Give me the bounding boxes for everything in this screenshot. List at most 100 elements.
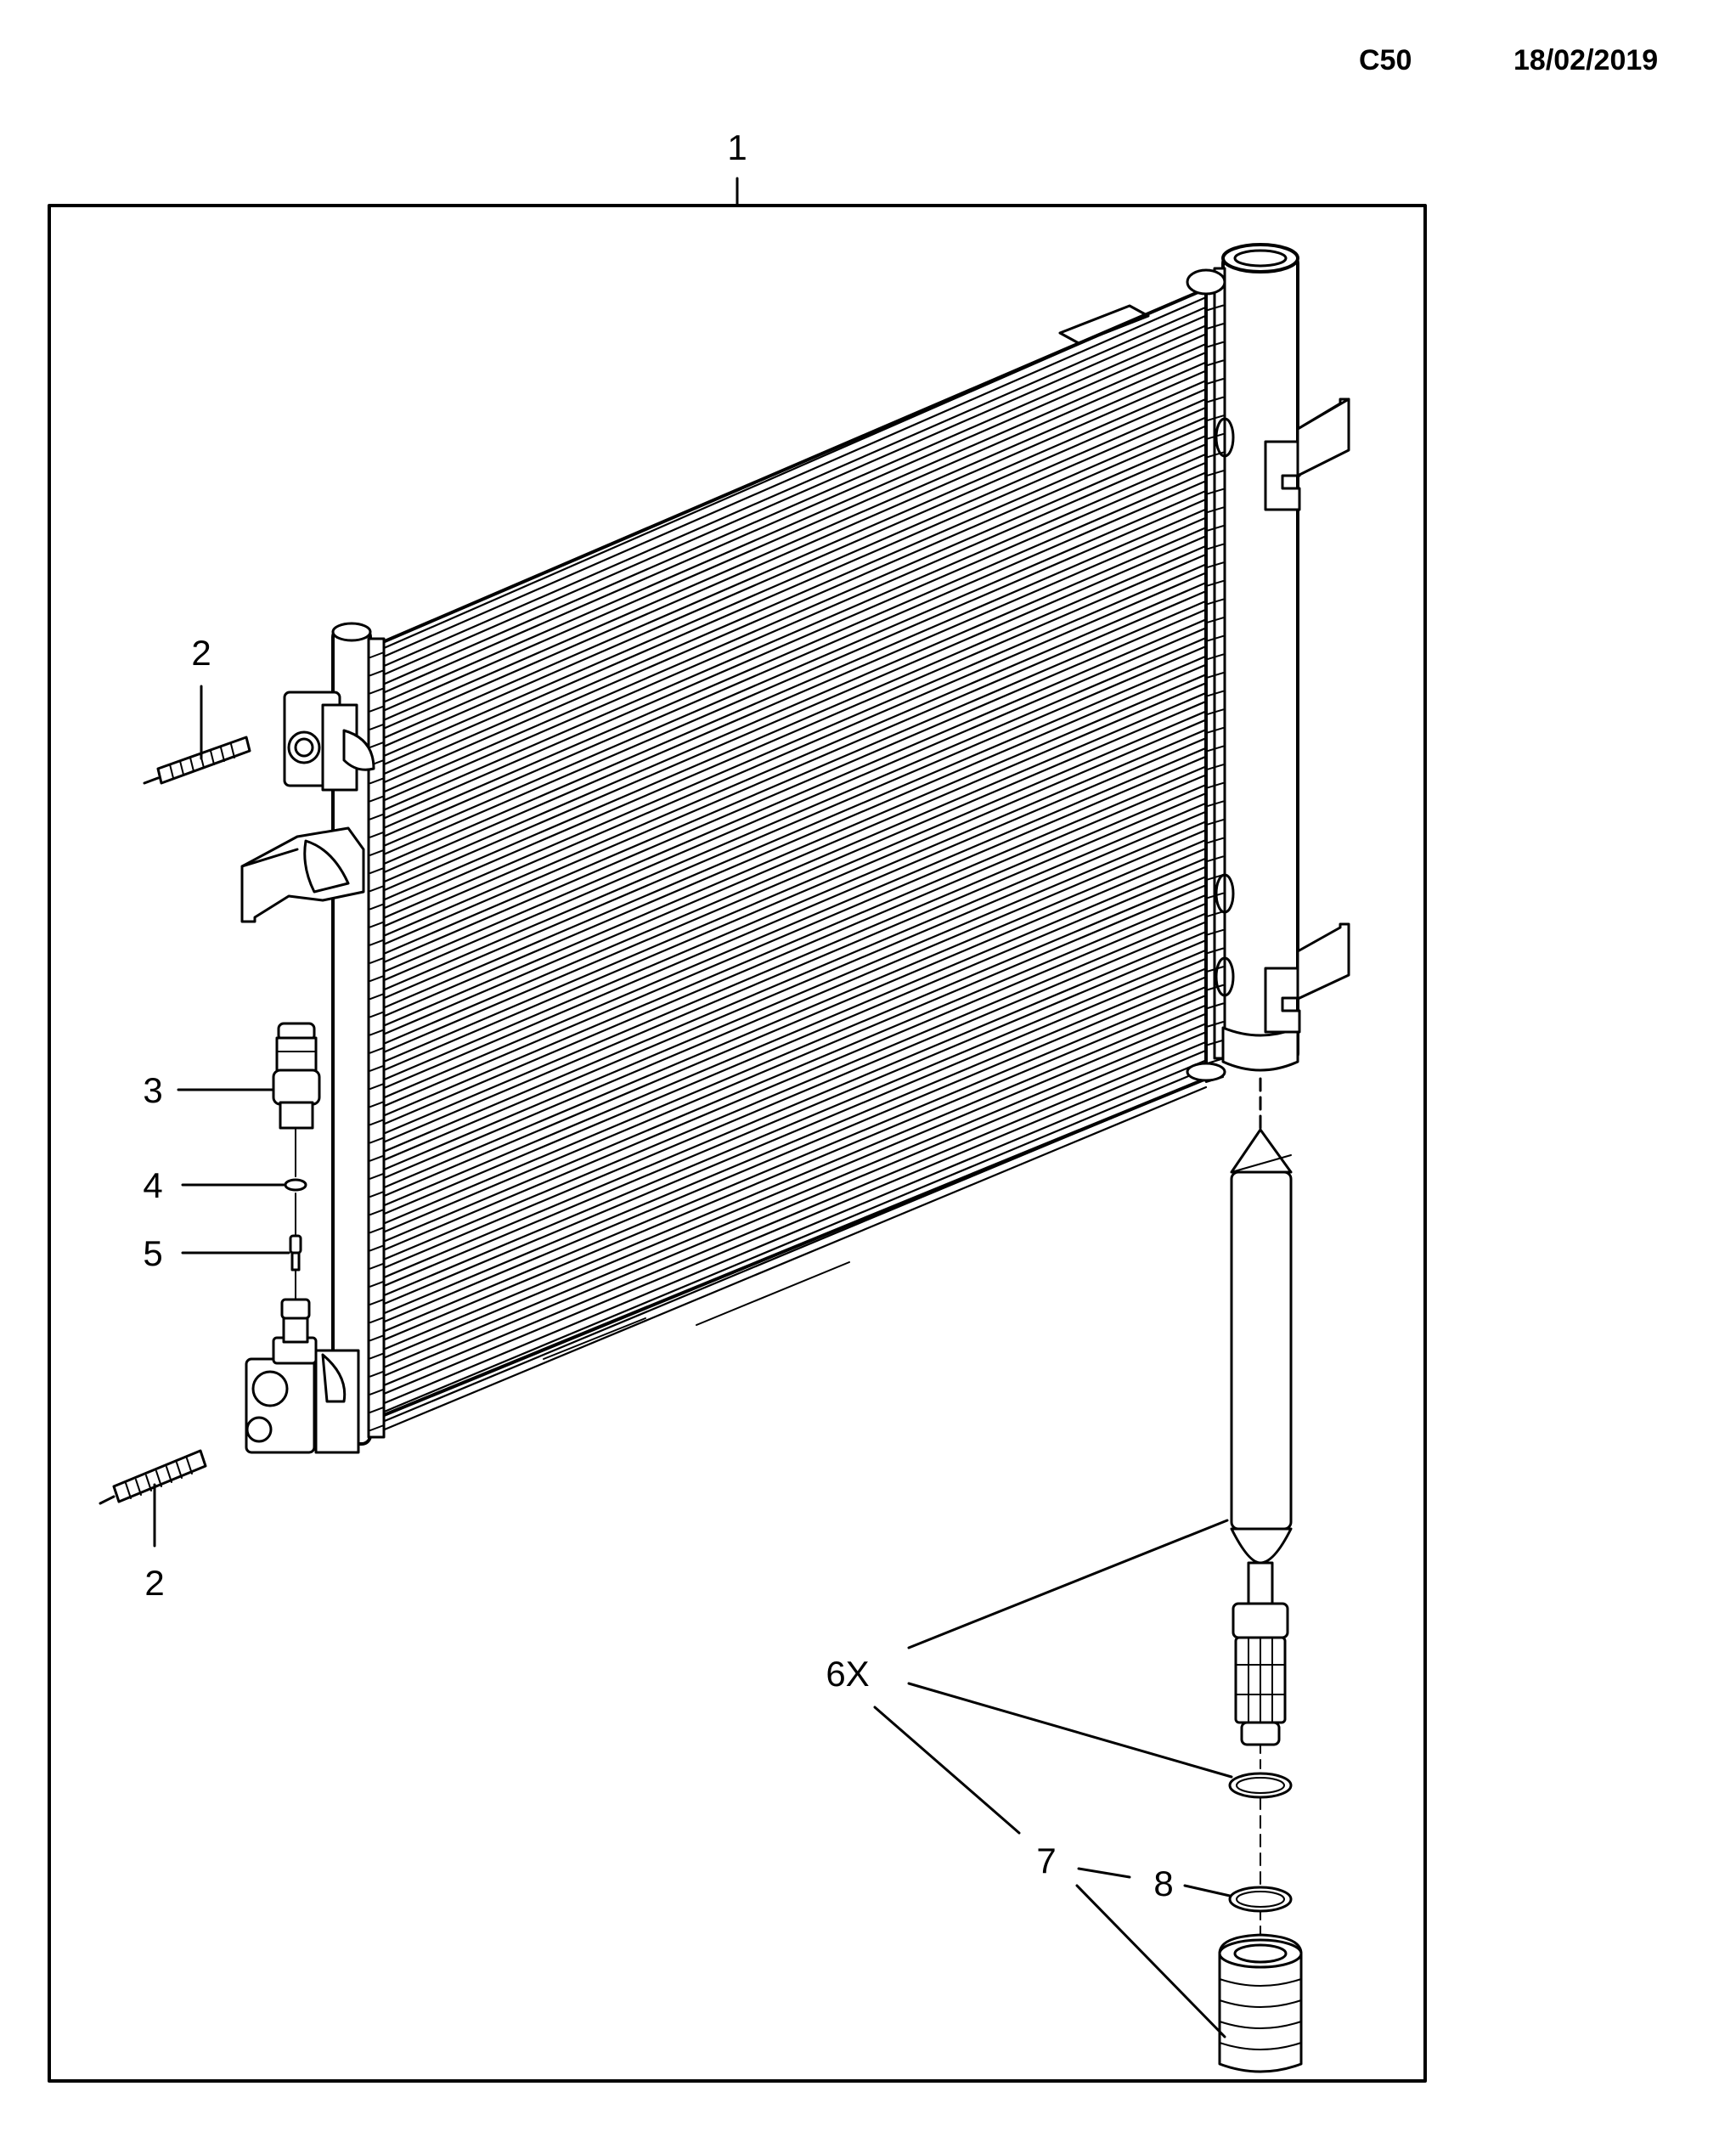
condenser-tube bbox=[369, 783, 1208, 1141]
right-tank-notch bbox=[1205, 561, 1224, 569]
right-tank-notch bbox=[1205, 690, 1224, 697]
condenser-tube bbox=[369, 894, 1208, 1249]
condenser-tube-edge bbox=[369, 1085, 1208, 1437]
condenser-tube bbox=[369, 508, 1208, 871]
right-tank-notch bbox=[1205, 764, 1224, 771]
leader-7-c bbox=[1075, 1884, 1226, 2038]
condenser-tube-edge bbox=[369, 921, 1208, 1275]
left-tank-notch bbox=[369, 1190, 385, 1198]
condenser-tube-edge bbox=[369, 957, 1208, 1311]
condenser-tube-edge bbox=[369, 682, 1208, 1041]
left-mounting-bracket bbox=[240, 826, 365, 923]
condenser-tube-edge bbox=[369, 498, 1208, 861]
condenser-tube-edge bbox=[369, 351, 1208, 718]
condenser bbox=[353, 287, 1208, 1437]
right-tank-notch bbox=[1205, 470, 1224, 477]
left-tank-notch bbox=[369, 669, 385, 677]
diagram-date: 18/02/2019 bbox=[1513, 44, 1659, 76]
condenser-tube-edge bbox=[369, 810, 1208, 1167]
condenser-tube-edge bbox=[369, 792, 1208, 1149]
right-tank-notch bbox=[1205, 543, 1224, 550]
left-tank-notch bbox=[369, 1424, 385, 1431]
right-tank-notch bbox=[1205, 617, 1224, 624]
right-tank-notch bbox=[1205, 359, 1224, 367]
left-tank-notch bbox=[369, 1280, 385, 1288]
condenser-tube bbox=[369, 710, 1208, 1069]
condenser-tube bbox=[369, 1059, 1208, 1410]
left-tank-notch bbox=[369, 1334, 385, 1342]
left-tank-notch bbox=[369, 651, 385, 658]
lower-mount-block bbox=[245, 1336, 360, 1454]
right-tank-notch bbox=[1205, 1039, 1224, 1046]
left-tank-notch bbox=[369, 1370, 385, 1378]
left-tank-notch bbox=[369, 1172, 385, 1180]
left-tank-notch bbox=[369, 1064, 385, 1072]
left-tank-notch bbox=[369, 1352, 385, 1360]
condenser-tube bbox=[369, 324, 1208, 691]
callout-1: 1 bbox=[727, 127, 747, 167]
right-tank-notch bbox=[1205, 672, 1224, 679]
condenser-tube bbox=[369, 912, 1208, 1266]
right-tank-notch bbox=[1205, 966, 1224, 973]
right-tank-notch bbox=[1205, 378, 1224, 386]
condenser-tube bbox=[369, 1077, 1208, 1429]
right-tank-notch bbox=[1205, 304, 1224, 312]
condenser-tube-edge bbox=[369, 443, 1208, 808]
condenser-tube-edge bbox=[369, 480, 1208, 843]
condenser-tube bbox=[369, 527, 1208, 889]
condenser-tube-edge bbox=[369, 516, 1208, 880]
left-tank-notch bbox=[369, 1226, 385, 1234]
condenser-tube bbox=[369, 820, 1208, 1176]
callout-3: 3 bbox=[143, 1070, 162, 1110]
condenser-tube-edge bbox=[369, 883, 1208, 1239]
bolt-upper bbox=[143, 736, 251, 785]
leader-8 bbox=[1183, 1884, 1232, 1897]
condenser-tube-edge bbox=[369, 976, 1208, 1329]
condenser-tube bbox=[369, 765, 1208, 1123]
condenser-tube-edge bbox=[369, 645, 1208, 1006]
right-tank-notch bbox=[1205, 892, 1224, 899]
right-tank-top-opening bbox=[1221, 243, 1299, 273]
condenser-tube-edge bbox=[369, 736, 1208, 1096]
right-tank-notch bbox=[1205, 580, 1224, 588]
condenser-tube bbox=[369, 398, 1208, 764]
condenser-tube bbox=[369, 1040, 1208, 1392]
condenser-tube-edge bbox=[369, 700, 1208, 1059]
condenser-tube-edge bbox=[369, 553, 1208, 916]
right-tank-notch bbox=[1205, 414, 1224, 422]
callout-8: 8 bbox=[1153, 1864, 1173, 1903]
condenser-tube-edge bbox=[369, 369, 1208, 736]
condenser-tube-edge bbox=[369, 939, 1208, 1293]
left-tank-notch bbox=[369, 849, 385, 856]
right-tank-notch bbox=[1205, 781, 1224, 789]
condenser-tube-edge bbox=[369, 829, 1208, 1185]
right-tank-notch bbox=[1205, 653, 1224, 661]
condenser-tube bbox=[369, 691, 1208, 1051]
left-tank-notch bbox=[369, 1388, 385, 1396]
left-tank-notch bbox=[369, 1244, 385, 1252]
left-tank-notch bbox=[369, 1317, 385, 1324]
left-tank-notch bbox=[369, 741, 385, 748]
right-tank-notch bbox=[1205, 396, 1224, 403]
condenser-tube bbox=[369, 287, 1208, 656]
condenser-tube-edge bbox=[369, 388, 1208, 753]
left-tank-notch bbox=[369, 831, 385, 838]
condenser-tube bbox=[369, 1023, 1208, 1374]
condenser-tube-edge bbox=[369, 866, 1208, 1221]
condenser-tube bbox=[369, 875, 1208, 1231]
condenser-tube bbox=[369, 306, 1208, 674]
left-tank-notch bbox=[369, 687, 385, 695]
condenser-tube bbox=[369, 857, 1208, 1213]
condenser-tube-edge bbox=[369, 589, 1208, 951]
condenser-tube-edge bbox=[369, 572, 1208, 933]
condenser-tube bbox=[369, 949, 1208, 1302]
right-tank-notch bbox=[1205, 928, 1224, 936]
service-port bbox=[280, 1298, 311, 1344]
condenser-tube bbox=[369, 967, 1208, 1321]
condenser-tube-edge bbox=[369, 425, 1208, 790]
condenser-tube-edge bbox=[369, 608, 1208, 969]
right-tank-notch bbox=[1205, 911, 1224, 918]
left-tank-notch bbox=[369, 1209, 385, 1216]
callout-2-top: 2 bbox=[191, 633, 211, 673]
